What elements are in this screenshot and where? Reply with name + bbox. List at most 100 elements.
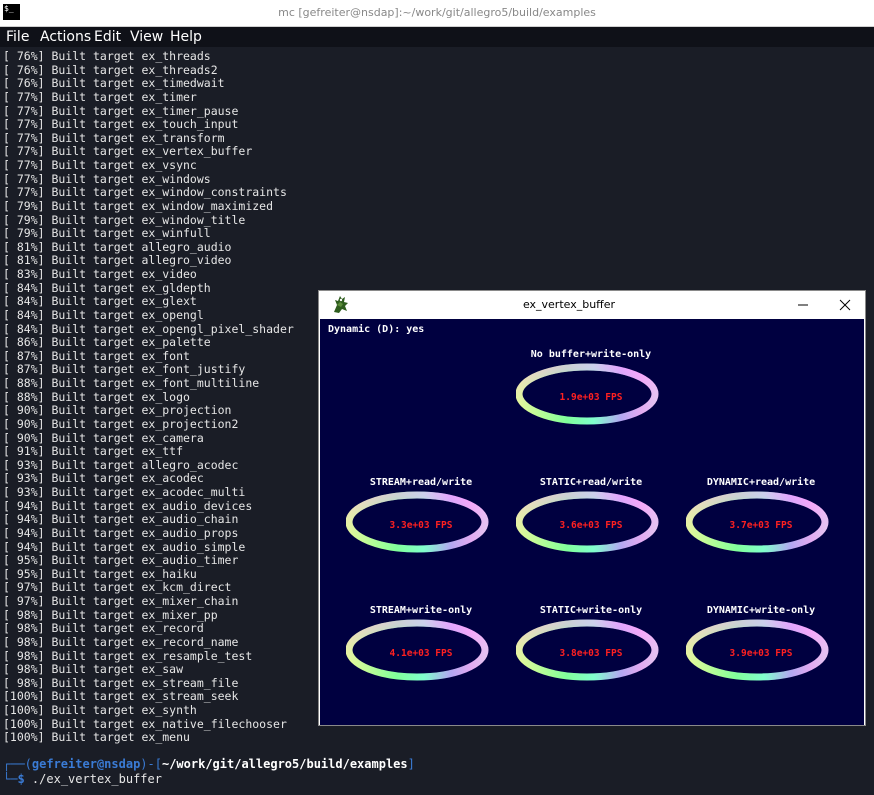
test-fps: 3.3e+03 FPS <box>389 520 453 531</box>
terminal-line: [ 83%] Built target ex_video <box>3 267 197 281</box>
test-stream-rw: STREAM+read/write 3.3e+03 FPS <box>346 477 496 557</box>
prompt-command[interactable]: ./ex_vertex_buffer <box>31 772 162 786</box>
prompt-at: @ <box>96 757 105 771</box>
shell-prompt[interactable]: ┌──(gefreiter@nsdap)-[~/work/git/allegro… <box>3 757 415 787</box>
test-label: DYNAMIC+write-only <box>706 605 816 616</box>
terminal-output: [ 76%] Built target ex_threads[ 76%] Bui… <box>3 49 294 745</box>
menu-help[interactable]: Help <box>170 29 202 45</box>
terminal-line: [ 84%] Built target ex_opengl <box>3 307 204 322</box>
prompt-dollar: $ <box>17 772 25 786</box>
test-label: STATIC+write-only <box>539 605 643 616</box>
terminal-line: [100%] Built target ex_menu <box>3 730 190 745</box>
terminal-line: [ 77%] Built target ex_windows <box>3 171 211 186</box>
test-ring <box>686 605 836 685</box>
terminal-line: [ 94%] Built target ex_audio_props <box>3 525 239 540</box>
window-titlebar: $_ mc [gefreiter@nsdap]:~/work/git/alleg… <box>0 0 874 27</box>
test-fps: 3.8e+03 FPS <box>559 648 623 659</box>
terminal-line: [ 76%] Built target ex_threads <box>3 49 211 63</box>
test-stream-wo: STREAM+write-only 4.1e+03 FPS <box>346 605 496 685</box>
test-label: STREAM+write-only <box>369 605 473 616</box>
terminal-line: [ 98%] Built target ex_saw <box>3 662 184 677</box>
close-icon[interactable] <box>837 297 853 313</box>
terminal-line: [ 90%] Built target ex_projection2 <box>3 416 239 431</box>
terminal-line: [ 95%] Built target ex_haiku <box>3 566 197 581</box>
app-titlebar[interactable]: ex_vertex_buffer <box>319 291 865 319</box>
dynamic-status: Dynamic (D): yes <box>328 324 425 335</box>
prompt-frame-mid: )-[ <box>140 757 162 771</box>
test-label: DYNAMIC+read/write <box>706 477 816 488</box>
terminal-line: [ 79%] Built target ex_window_maximized <box>3 198 274 213</box>
test-ring <box>516 605 666 685</box>
terminal-icon: $_ <box>3 4 20 20</box>
terminal-line: [ 77%] Built target ex_timer_pause <box>3 103 239 118</box>
app-canvas[interactable]: Dynamic (D): yes No buffer+write-only 1.… <box>320 319 864 725</box>
terminal-line: [100%] Built target ex_native_filechoose… <box>3 716 287 731</box>
terminal-line: [ 94%] Built target ex_audio_devices <box>3 498 253 513</box>
terminal-line: [ 77%] Built target ex_touch_input <box>3 117 239 132</box>
terminal-line: [ 77%] Built target ex_vsync <box>3 158 197 172</box>
terminal-line: [ 94%] Built target ex_audio_simple <box>3 539 246 554</box>
terminal-line: [ 87%] Built target ex_font <box>3 348 190 363</box>
terminal-line: [ 90%] Built target ex_projection <box>3 403 232 418</box>
test-ring <box>346 605 496 685</box>
terminal-line: [100%] Built target ex_synth <box>3 703 197 717</box>
prompt-path: ~/work/git/allegro5/build/examples <box>161 757 408 771</box>
test-fps: 3.6e+03 FPS <box>559 520 623 531</box>
test-ring <box>516 349 666 429</box>
terminal-line: [ 88%] Built target ex_font_multiline <box>3 376 260 390</box>
terminal-line: [ 98%] Built target ex_stream_file <box>3 675 239 690</box>
window-title: mc [gefreiter@nsdap]:~/work/git/allegro5… <box>278 6 596 19</box>
menu-file[interactable]: File <box>6 29 30 45</box>
allegro-icon <box>334 296 348 313</box>
test-ring <box>686 477 836 557</box>
minimize-icon[interactable] <box>795 297 811 313</box>
menu-view[interactable]: View <box>130 29 164 45</box>
test-fps: 1.9e+03 FPS <box>559 392 623 403</box>
terminal-line: [ 98%] Built target ex_mixer_pp <box>3 607 218 622</box>
test-static-rw: STATIC+read/write 3.6e+03 FPS <box>516 477 666 557</box>
test-dynamic-wo: DYNAMIC+write-only 3.9e+03 FPS <box>686 605 836 685</box>
test-fps: 4.1e+03 FPS <box>389 648 453 659</box>
terminal-line: [ 79%] Built target ex_winfull <box>3 226 211 241</box>
terminal-line: [ 94%] Built target ex_audio_chain <box>3 512 239 527</box>
terminal-line: [ 97%] Built target ex_mixer_chain <box>3 594 239 608</box>
terminal-line: [ 87%] Built target ex_font_justify <box>3 362 246 377</box>
terminal-line: [ 97%] Built target ex_kcm_direct <box>3 580 232 595</box>
test-fps: 3.7e+03 FPS <box>729 520 793 531</box>
menu-bar: File Actions Edit View Help <box>0 27 874 47</box>
terminal-line: [ 77%] Built target ex_timer <box>3 89 197 104</box>
terminal-line: [ 84%] Built target ex_gldepth <box>3 280 211 295</box>
terminal-line: [ 77%] Built target ex_transform <box>3 130 225 145</box>
test-ring <box>516 477 666 557</box>
prompt-frame-end: ] <box>407 757 415 771</box>
terminal-line: [ 77%] Built target ex_vertex_buffer <box>3 144 253 159</box>
test-dynamic-rw: DYNAMIC+read/write 3.7e+03 FPS <box>686 477 836 557</box>
terminal-line: [ 79%] Built target ex_window_title <box>3 212 246 227</box>
terminal-line: [ 76%] Built target ex_timedwait <box>3 76 225 91</box>
terminal-line: [ 93%] Built target ex_acodec_multi <box>3 485 246 499</box>
menu-edit[interactable]: Edit <box>94 29 122 45</box>
terminal-line: [ 95%] Built target ex_audio_timer <box>3 553 239 568</box>
prompt-frame: ┌──( <box>3 757 32 771</box>
test-ring <box>346 477 496 557</box>
terminal-line: [ 76%] Built target ex_threads2 <box>3 62 218 77</box>
terminal-line: [100%] Built target ex_stream_seek <box>3 689 239 704</box>
test-label: STATIC+read/write <box>539 477 643 488</box>
test-label: STREAM+read/write <box>369 477 473 488</box>
test-static-wo: STATIC+write-only 3.8e+03 FPS <box>516 605 666 685</box>
terminal-line: [ 98%] Built target ex_record_name <box>3 634 239 649</box>
terminal-line: [ 93%] Built target allegro_acodec <box>3 457 239 472</box>
terminal-line: [ 98%] Built target ex_resample_test <box>3 648 253 663</box>
prompt-host: nsdap <box>104 757 141 771</box>
terminal-line: [ 84%] Built target ex_opengl_pixel_shad… <box>3 321 294 336</box>
test-label: No buffer+write-only <box>530 349 652 360</box>
terminal-line: [ 81%] Built target allegro_audio <box>3 239 232 254</box>
menu-actions[interactable]: Actions <box>40 29 92 45</box>
prompt-frame-bottom: └─ <box>3 772 18 786</box>
app-window[interactable]: ex_vertex_buffer Dynamic (D): yes No buf… <box>318 290 866 726</box>
terminal-line: [ 91%] Built target ex_ttf <box>3 444 184 459</box>
prompt-user: gefreiter <box>31 757 97 771</box>
test-no-buffer: No buffer+write-only 1.9e+03 FPS <box>516 349 666 429</box>
terminal-line: [ 84%] Built target ex_glext <box>3 294 197 309</box>
terminal-line: [ 77%] Built target ex_window_constraint… <box>3 185 287 200</box>
